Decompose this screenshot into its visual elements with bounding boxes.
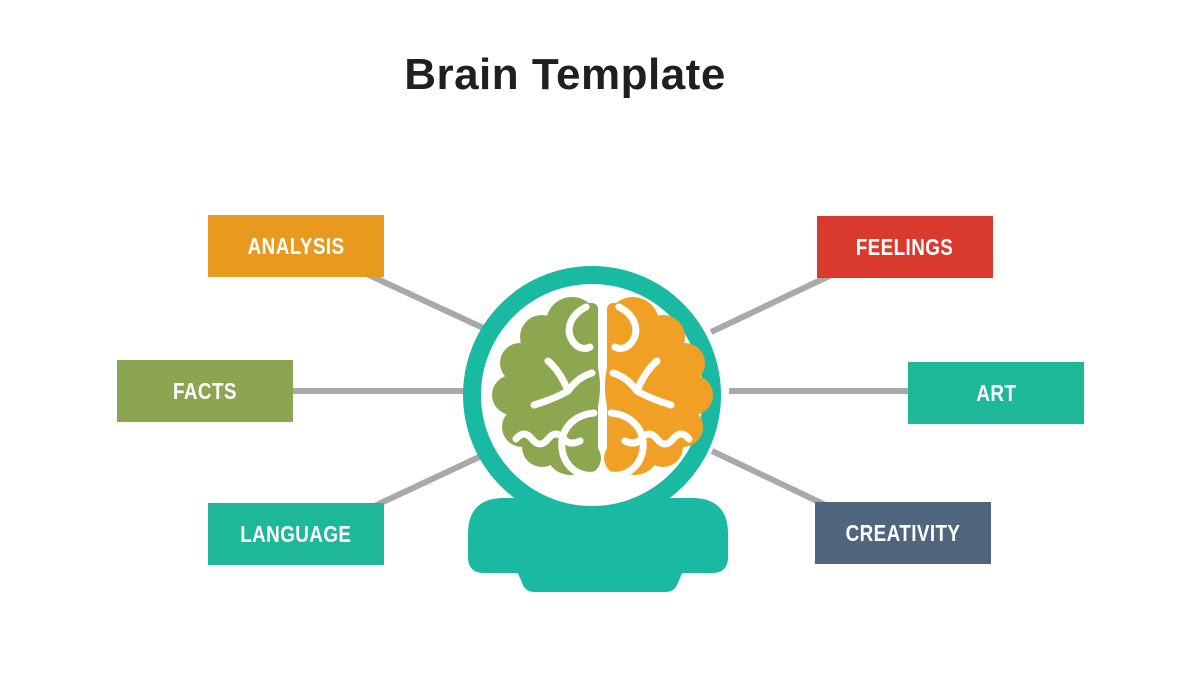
- node-facts: FACTS: [117, 360, 293, 422]
- connector-creativity: [710, 448, 838, 513]
- node-art-label: ART: [975, 379, 1017, 406]
- connector-language: [364, 448, 494, 513]
- slide-title: Brain Template: [404, 50, 726, 99]
- node-feelings-label: FEELINGS: [856, 233, 954, 260]
- node-feelings: FEELINGS: [817, 216, 993, 278]
- node-creativity: CREATIVITY: [815, 502, 991, 564]
- head-shoulders: [468, 498, 728, 592]
- node-language-label: LANGUAGE: [240, 520, 352, 547]
- connector-feelings: [709, 267, 844, 335]
- connector-analysis: [356, 267, 494, 335]
- brain-head-icon: [463, 266, 728, 592]
- brain-folds-right: [607, 303, 693, 479]
- brain-folds-left: [512, 303, 598, 479]
- node-language: LANGUAGE: [208, 503, 384, 565]
- node-creativity-label: CREATIVITY: [845, 519, 961, 546]
- node-art: ART: [908, 362, 1084, 424]
- node-analysis-label: ANALYSIS: [247, 232, 345, 259]
- node-facts-label: FACTS: [173, 377, 237, 404]
- node-analysis: ANALYSIS: [208, 215, 384, 277]
